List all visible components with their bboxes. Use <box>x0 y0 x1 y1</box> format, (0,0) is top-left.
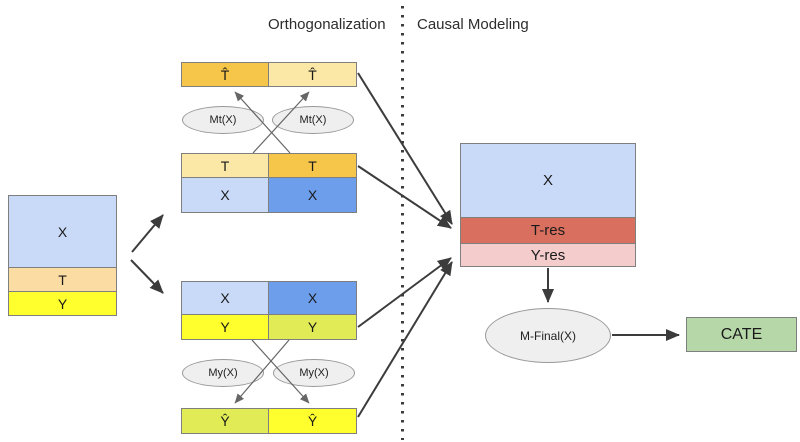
y-hat-right-cell: Ŷ <box>269 408 357 434</box>
y-hat-row: Ŷ Ŷ <box>181 408 357 434</box>
x-fold2-right-cell: X <box>269 281 357 315</box>
mt-model-right-ellipse: Mt(X) <box>272 106 354 134</box>
t-res-cell: T-res <box>460 218 636 244</box>
arrow-y-to-yres <box>357 257 452 328</box>
input-x-cell: X <box>8 195 117 268</box>
t-fold-right-cell: T <box>269 153 357 178</box>
arrow-split-to-top-fold <box>131 214 164 253</box>
x-fold-right-cell: X <box>269 178 357 213</box>
my-model-left-ellipse: My(X) <box>182 359 264 387</box>
arrow-t-to-tres <box>357 165 452 229</box>
orthogonalization-section-title: Orthogonalization <box>268 16 386 33</box>
x-fold-left-cell: X <box>181 178 269 213</box>
t-hat-right-cell: T̂ <box>269 62 357 87</box>
mt-model-left-ellipse: Mt(X) <box>182 106 264 134</box>
x-fold2-left-cell: X <box>181 281 269 315</box>
m-final-model-ellipse: M-Final(X) <box>485 308 611 363</box>
t-x-fold-group: T T X X <box>181 153 357 213</box>
t-hat-left-cell: T̂ <box>181 62 269 87</box>
arrow-that-to-tres <box>357 72 453 225</box>
residual-x-cell: X <box>460 143 636 218</box>
my-model-right-ellipse: My(X) <box>273 359 355 387</box>
residual-data-stack: X T-res Y-res <box>460 143 636 267</box>
cate-output-box: CATE <box>686 317 797 352</box>
t-fold-left-cell: T <box>181 153 269 178</box>
input-data-stack: X T Y <box>8 195 117 316</box>
y-fold-right-cell: Y <box>269 315 357 340</box>
y-res-cell: Y-res <box>460 244 636 267</box>
arrow-split-to-bottom-fold <box>130 259 164 294</box>
input-t-cell: T <box>8 268 117 292</box>
y-fold-left-cell: Y <box>181 315 269 340</box>
x-y-fold-group: X X Y Y <box>181 281 357 340</box>
t-hat-row: T̂ T̂ <box>181 62 357 87</box>
y-hat-left-cell: Ŷ <box>181 408 269 434</box>
arrow-yhat-to-yres <box>357 261 453 418</box>
causal-modeling-section-title: Causal Modeling <box>417 16 529 33</box>
section-divider-dotted-line <box>401 6 404 440</box>
input-y-cell: Y <box>8 292 117 316</box>
